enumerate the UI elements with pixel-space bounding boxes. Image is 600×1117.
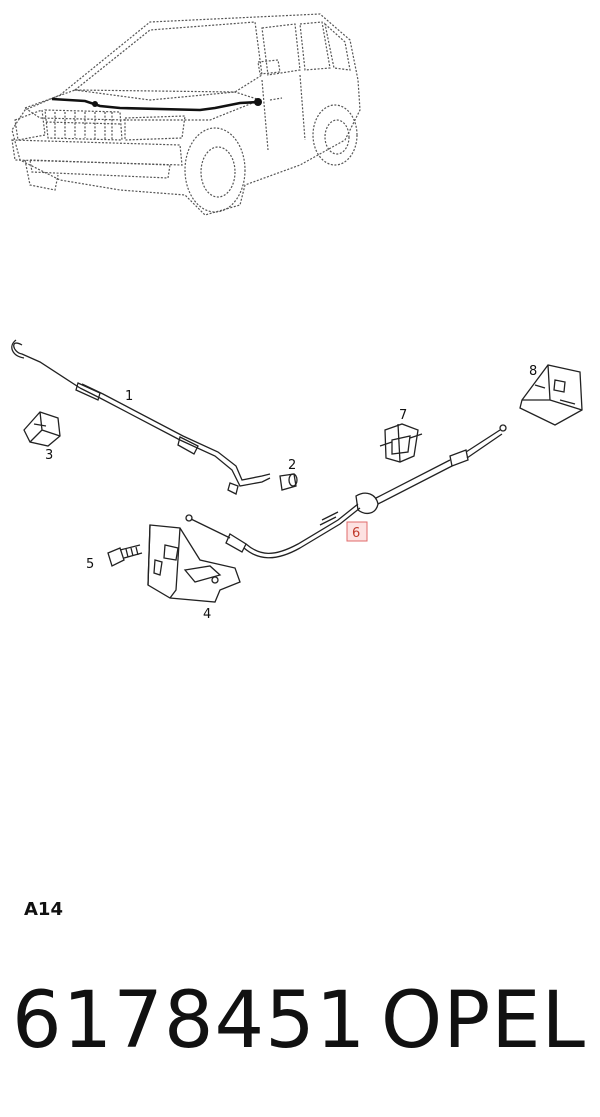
vehicle-illustration [11, 13, 361, 216]
part-1-front-cable [11, 339, 271, 495]
callout-3: 3 [45, 448, 53, 463]
vehicle-cable-end [254, 98, 262, 106]
part-8-striker-bracket [519, 364, 583, 426]
brand-name: OPEL [380, 976, 586, 1066]
callout-4: 4 [203, 607, 211, 622]
part-3-clip [23, 411, 61, 447]
part-2-grommet [279, 473, 298, 491]
callout-8: 8 [529, 364, 537, 379]
part-5-bolt [107, 544, 143, 567]
parts-diagram: 1 2 3 4 5 6 7 8 [11, 13, 583, 622]
part-6-release-cable [185, 424, 507, 559]
vehicle-cable-clip [92, 101, 98, 107]
section-code: A14 [24, 899, 63, 920]
callout-1: 1 [125, 389, 133, 404]
callout-5: 5 [86, 557, 94, 572]
part-number: 6178451 [12, 976, 367, 1066]
vehicle-cable-trace [51, 97, 259, 112]
part-7-cable-holder [379, 423, 423, 463]
callout-6-highlight-box [346, 521, 368, 542]
callout-2: 2 [288, 458, 296, 473]
callout-7: 7 [399, 408, 407, 423]
callout-labels: 1 2 3 4 5 6 7 8 [45, 364, 537, 622]
callout-6: 6 [352, 526, 360, 541]
part-4-latch-assembly [147, 524, 241, 603]
